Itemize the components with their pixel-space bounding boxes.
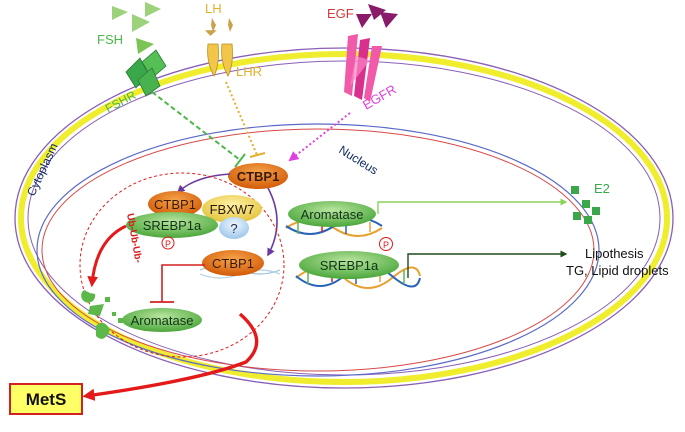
lhr-receptor-icon <box>207 43 233 77</box>
phospho-nucleus-label: P <box>383 240 389 250</box>
fshr-label: FSHR <box>103 88 139 116</box>
degraded-fragments-icon <box>81 290 123 339</box>
e2-molecules-icon <box>571 186 600 224</box>
srebp1a-to-lipo-arrow <box>407 250 568 278</box>
fsh-label: FSH <box>97 32 123 47</box>
ctbp1-to-complex-arrow <box>176 173 231 194</box>
mets-box <box>9 383 83 415</box>
lipothesis-label: Lipothesis <box>585 246 644 261</box>
fshr-inhibition-bar <box>234 153 246 168</box>
lipid-droplets-label: TG, Lipid droplets <box>566 263 669 278</box>
e2-label: E2 <box>594 181 610 196</box>
fsh-ligand-icon <box>112 2 161 54</box>
aromatase-nucleus-node <box>288 201 376 227</box>
ctbp1-lower-label: CTBP1 <box>212 256 254 271</box>
lh-ligand-icon <box>204 18 233 36</box>
ctbp1-to-nuclear-arrow <box>267 187 278 257</box>
fshr-inhibition-line <box>151 91 241 161</box>
nuclear-envelope <box>36 123 600 377</box>
unknown-protein-label: ? <box>230 221 237 236</box>
lhr-inhibition-bar <box>249 152 266 158</box>
egfr-activation-arrow <box>288 112 351 162</box>
ctbp1-repression-line <box>161 264 205 302</box>
phospho-nucleus-icon <box>379 237 393 251</box>
srebp1a-complex-node <box>126 212 218 238</box>
lhr-label: LHR <box>236 64 262 79</box>
aromatase-cytoplasm-label: Aromatase <box>131 313 194 328</box>
lhr-inhibition-line <box>225 81 258 156</box>
ctbp1-top-label: CTBP1 <box>237 169 280 184</box>
srebp1a-nucleus-label: SREBP1a <box>320 258 379 273</box>
fshr-receptor-icon <box>125 49 167 97</box>
mets-arrow <box>82 312 259 401</box>
phospho-complex-icon <box>161 236 175 250</box>
phospho-complex-label: P <box>165 239 171 249</box>
fbxw7-label: FBXW7 <box>210 202 255 217</box>
ctbp1-top-node <box>228 163 288 189</box>
degradation-region <box>79 172 285 358</box>
ctbp1-lower-node <box>202 250 264 276</box>
egfr-receptor-icon <box>344 34 382 102</box>
nucleus-label: Nucleus <box>336 143 380 178</box>
srebp1a-nucleus-node <box>299 251 399 279</box>
ctbp1-complex-label: CTBP1 <box>154 197 196 212</box>
aromatase-to-e2-arrow <box>377 198 568 214</box>
aromatase-nucleus-label: Aromatase <box>301 207 364 222</box>
mets-label: MetS <box>26 390 67 409</box>
unknown-protein-node <box>219 217 249 239</box>
egf-label: EGF <box>327 6 354 21</box>
degradation-arrow <box>87 224 127 288</box>
aromatase-cytoplasm-node <box>122 308 202 332</box>
egf-ligand-icon <box>356 4 398 28</box>
fbxw7-node <box>202 195 262 223</box>
ctbp1-complex-node <box>148 191 202 217</box>
lh-label: LH <box>205 1 222 16</box>
srebp1a-complex-label: SREBP1a <box>143 218 202 233</box>
